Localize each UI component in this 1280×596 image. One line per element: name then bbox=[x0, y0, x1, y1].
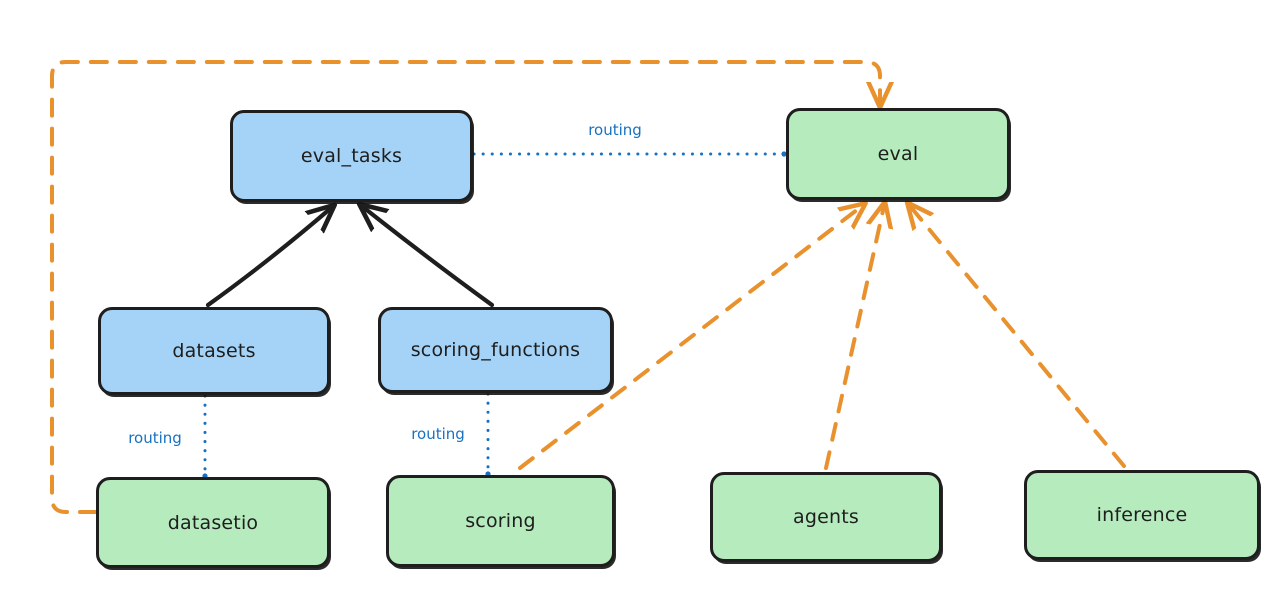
edge-scoring-to-eval bbox=[518, 206, 862, 470]
node-label-eval: eval bbox=[877, 143, 919, 165]
edge-scoring-functions-to-eval-tasks bbox=[363, 207, 495, 308]
node-label-scoring: scoring bbox=[465, 510, 536, 532]
node-label-datasetio: datasetio bbox=[167, 511, 259, 534]
node-datasetio[interactable]: datasetio bbox=[96, 477, 330, 568]
edge-datasetio-to-eval bbox=[50, 60, 880, 514]
edge-label-routing-datasets: routing bbox=[128, 429, 182, 447]
node-label-inference: inference bbox=[1096, 504, 1188, 526]
node-datasets[interactable]: datasets bbox=[98, 307, 330, 395]
edge-inference-to-eval bbox=[910, 206, 1126, 468]
edge-agents-to-eval bbox=[824, 206, 884, 470]
node-eval[interactable]: eval bbox=[786, 108, 1010, 200]
edge-label-routing-scoring-functions: routing bbox=[411, 425, 465, 443]
node-scoring-functions[interactable]: scoring_functions bbox=[378, 307, 613, 393]
edge-label-routing-eval-tasks: routing bbox=[588, 121, 642, 139]
node-scoring[interactable]: scoring bbox=[386, 475, 615, 567]
node-eval-tasks[interactable]: eval_tasks bbox=[230, 110, 473, 202]
edge-datasets-to-eval-tasks bbox=[205, 208, 331, 308]
node-agents[interactable]: agents bbox=[710, 472, 942, 562]
node-label-datasets: datasets bbox=[172, 340, 256, 362]
node-inference[interactable]: inference bbox=[1024, 470, 1260, 560]
node-label-eval-tasks: eval_tasks bbox=[300, 145, 403, 167]
node-label-agents: agents bbox=[793, 506, 859, 528]
node-label-scoring-functions: scoring_functions bbox=[410, 339, 581, 361]
